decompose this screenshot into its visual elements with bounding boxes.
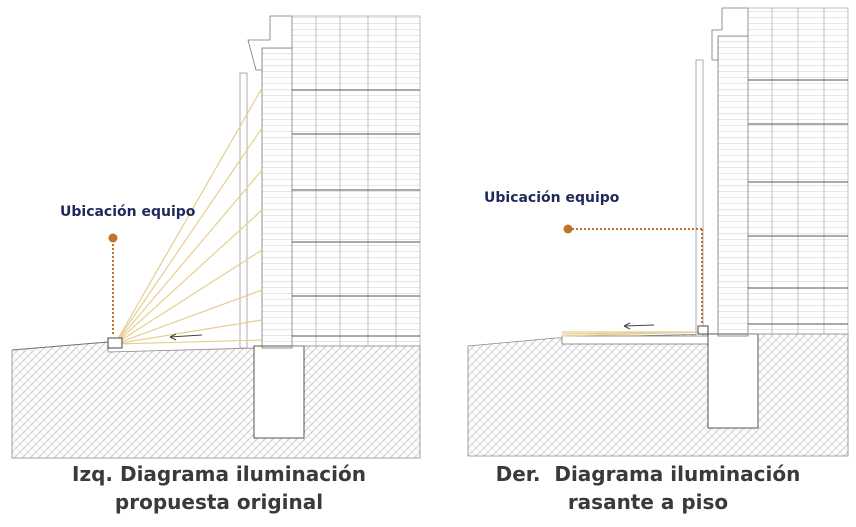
right-caption: Der. Diagrama iluminación rasante a piso xyxy=(448,460,848,516)
callout-label: Ubicación equipo xyxy=(484,190,620,206)
ground-hatch xyxy=(467,333,849,457)
caption-line-1: Izq. Diagrama iluminación xyxy=(72,462,366,486)
ground-hatch xyxy=(11,341,421,459)
light-rays xyxy=(561,331,705,337)
caption-line-1: Der. Diagrama iluminación xyxy=(495,462,801,486)
facade-grid xyxy=(747,7,849,335)
foundation-footing xyxy=(707,333,759,429)
ground-line xyxy=(11,341,109,351)
brick-wall xyxy=(717,35,749,337)
left-diagram-panel: Ubicación equipo Izq. Diagrama iluminaci… xyxy=(11,15,424,516)
light-fixture xyxy=(697,325,709,335)
pilaster xyxy=(695,59,704,337)
light-fixture xyxy=(107,337,123,349)
caption-line-2: propuesta original xyxy=(114,490,324,514)
facade-grid xyxy=(291,15,421,347)
callout-marker xyxy=(108,233,118,243)
light-rays xyxy=(114,87,263,345)
callout-label: Ubicación equipo xyxy=(60,204,196,220)
pilaster xyxy=(239,72,248,349)
caption-line-2: rasante a piso xyxy=(567,490,729,514)
direction-arrow-icon xyxy=(623,322,655,330)
brick-wall xyxy=(261,47,293,349)
foundation-footing xyxy=(253,345,305,439)
direction-arrow-icon xyxy=(169,333,203,341)
left-section-drawing xyxy=(11,15,421,459)
right-diagram-panel: Ubicación equipo Der. Diagrama iluminaci… xyxy=(428,0,856,527)
floor-slab xyxy=(561,335,709,345)
right-section-drawing xyxy=(467,7,849,457)
callout-marker xyxy=(563,224,573,234)
left-caption: Izq. Diagrama iluminación propuesta orig… xyxy=(14,460,424,516)
